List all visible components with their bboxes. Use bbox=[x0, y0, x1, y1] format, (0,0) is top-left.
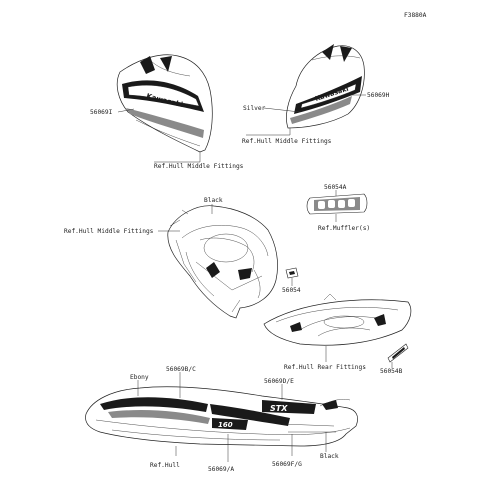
label-ref-hull-middle-1: Ref.Hull Middle Fittings bbox=[154, 163, 244, 170]
right-side-panel-decal[interactable]: Kawasaki bbox=[286, 44, 365, 129]
left-side-panel-decal[interactable]: Kawasaki bbox=[116, 54, 213, 153]
muffler-decal-56054A[interactable] bbox=[306, 193, 368, 215]
label-ref-hull: Ref.Hull bbox=[150, 462, 180, 469]
label-56069I: 56069I bbox=[90, 109, 113, 116]
label-ebony: Ebony bbox=[130, 374, 149, 381]
label-56069FG: 56069F/G bbox=[272, 461, 302, 468]
label-56054A: 56054A bbox=[324, 184, 347, 191]
label-black-top: Black bbox=[204, 197, 223, 204]
label-56054: 56054 bbox=[282, 287, 301, 294]
label-ref-hull-middle-2: Ref.Hull Middle Fittings bbox=[242, 138, 332, 145]
hull-160-text: 160 bbox=[218, 421, 233, 429]
label-silver: Silver bbox=[243, 105, 266, 112]
label-56069DE: 56069D/E bbox=[264, 378, 294, 385]
label-56054B: 56054B bbox=[380, 368, 403, 375]
hull-middle-fittings bbox=[167, 205, 278, 319]
decal-56054[interactable] bbox=[285, 267, 299, 279]
figure-code: F3880A bbox=[404, 12, 427, 19]
hull-rear-fittings bbox=[263, 293, 412, 346]
label-56069BC: 56069B/C bbox=[166, 366, 196, 373]
hull-side-decals[interactable]: STX 160 bbox=[85, 386, 358, 447]
label-56069H: 56069H bbox=[367, 92, 390, 99]
label-ref-muffler: Ref.Muffler(s) bbox=[318, 225, 370, 232]
decal-56054B[interactable] bbox=[387, 343, 409, 363]
label-ref-hull-rear: Ref.Hull Rear Fittings bbox=[284, 364, 366, 371]
label-56069A: 56069/A bbox=[208, 466, 234, 473]
hull-stx-text: STX bbox=[270, 404, 288, 413]
label-black-bottom: Black bbox=[320, 453, 339, 460]
label-ref-hull-middle-3: Ref.Hull Middle Fittings bbox=[64, 228, 154, 235]
